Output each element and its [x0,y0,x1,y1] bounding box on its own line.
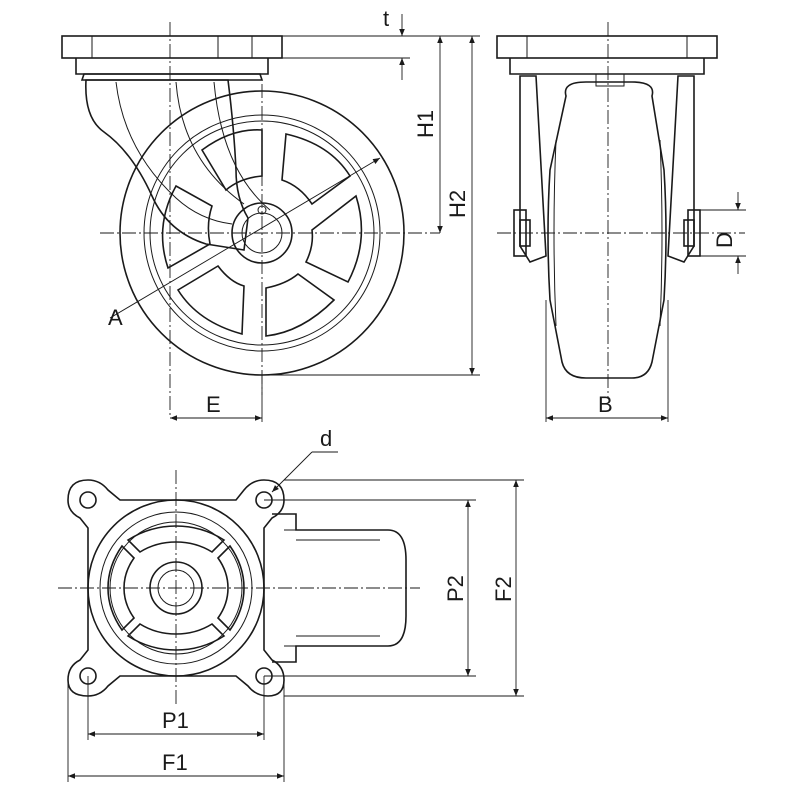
front-fork-right [667,75,695,263]
front-top-plate [496,35,718,59]
front-wheel [547,81,667,379]
label-t: t [383,6,389,31]
top-mounting-plate [67,479,285,697]
label-d-diameter: D [712,232,737,248]
label-h2: H2 [445,190,470,218]
side-wheel-spokes [161,129,363,337]
label-h1: H1 [413,110,438,138]
side-swivel-housing [75,58,269,75]
label-f1: F1 [162,750,188,775]
side-view: A t H1 H2 E [61,6,480,422]
label-p2: P2 [443,575,468,602]
bolt-hole-top-left [79,491,97,509]
dim-d-leader [271,451,313,493]
label-d-hole: d [320,426,332,451]
front-view: D B [496,22,746,422]
dim-a-leader [109,157,381,319]
label-a: A [108,305,123,330]
label-e: E [206,392,221,417]
label-f2: F2 [491,576,516,602]
top-view: d P2 F2 P1 F1 [58,426,524,782]
label-b: B [598,392,613,417]
front-fork-left [519,75,547,263]
label-p1: P1 [162,708,189,733]
side-top-plate [61,35,283,59]
side-fork-leg [85,79,249,251]
